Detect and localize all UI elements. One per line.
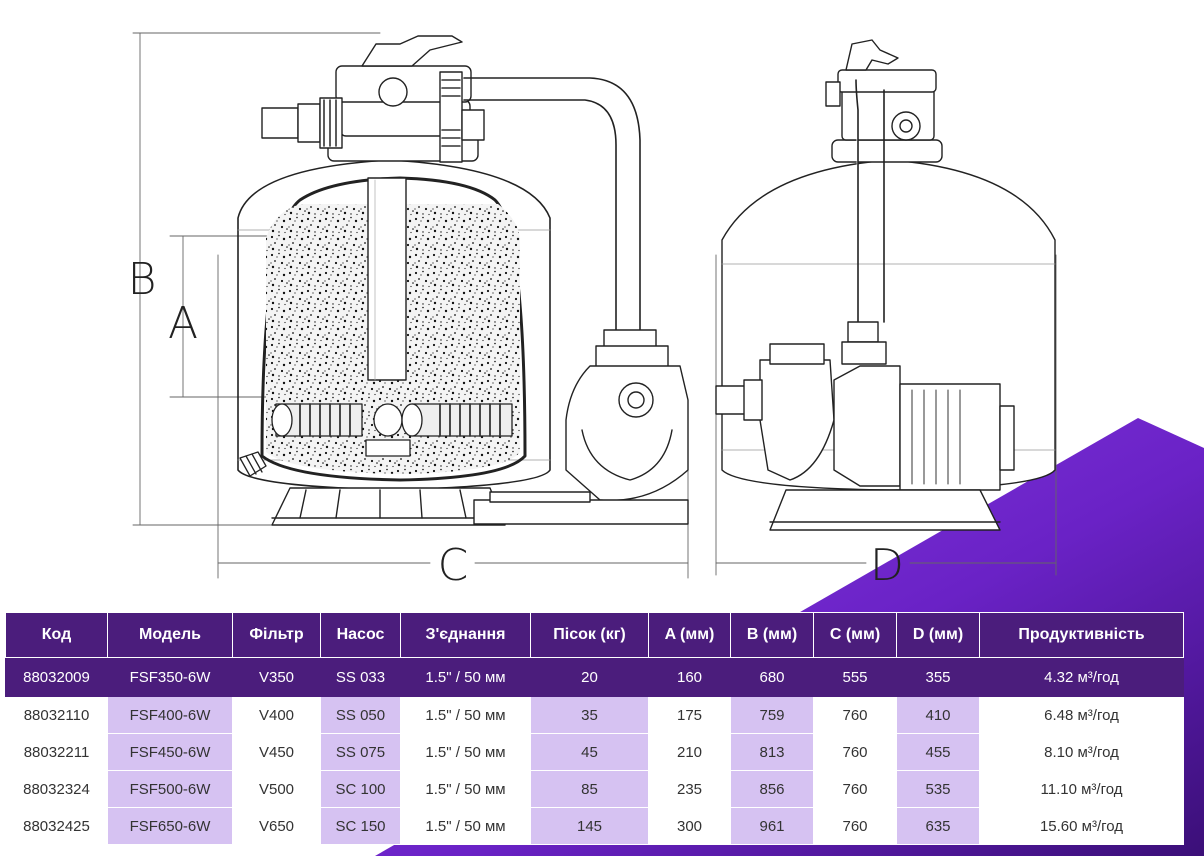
cell-b: 961 xyxy=(730,807,814,845)
cell-pump: SC 100 xyxy=(320,770,401,808)
filter-tank-front-view xyxy=(715,39,1056,531)
cell-pump: SC 150 xyxy=(320,807,401,845)
cell-c: 760 xyxy=(813,807,897,845)
column-header-pump: Насос xyxy=(320,612,401,658)
cell-d: 410 xyxy=(896,696,980,734)
cell-connection: 1.5" / 50 мм xyxy=(400,696,531,734)
column-header-sand: Пісок (кг) xyxy=(530,612,649,658)
cell-code: 88032110 xyxy=(5,696,108,734)
cell-b: 680 xyxy=(730,657,814,697)
filter-tank-section xyxy=(237,35,641,526)
cell-sand: 20 xyxy=(530,657,649,697)
column-header-connection: З'єднання xyxy=(400,612,531,658)
column-header-filter: Фільтр xyxy=(232,612,321,658)
cell-model: FSF350-6W xyxy=(107,657,233,697)
cell-model: FSF400-6W xyxy=(107,696,233,734)
cell-b: 759 xyxy=(730,696,814,734)
cell-filter: V450 xyxy=(232,733,321,771)
cell-capacity: 6.48 м³/год xyxy=(979,696,1184,734)
cell-d: 535 xyxy=(896,770,980,808)
cell-capacity: 4.32 м³/год xyxy=(979,657,1184,697)
specification-table: Код Модель Фільтр Насос З'єднання Пісок … xyxy=(5,612,1184,845)
cell-connection: 1.5" / 50 мм xyxy=(400,807,531,845)
cell-c: 555 xyxy=(813,657,897,697)
cell-sand: 145 xyxy=(530,807,649,845)
table-row: 88032425 FSF650-6W V650 SC 150 1.5" / 50… xyxy=(5,807,1184,845)
column-header-b: B (мм) xyxy=(730,612,814,658)
cell-model: FSF500-6W xyxy=(107,770,233,808)
cell-filter: V350 xyxy=(232,657,321,697)
cell-a: 300 xyxy=(648,807,731,845)
cell-connection: 1.5" / 50 мм xyxy=(400,770,531,808)
table-row: 88032211 FSF450-6W V450 SS 075 1.5" / 50… xyxy=(5,733,1184,771)
cell-sand: 45 xyxy=(530,733,649,771)
filter-system-drawing: B A C D xyxy=(128,32,1057,591)
cell-a: 210 xyxy=(648,733,731,771)
cell-c: 760 xyxy=(813,733,897,771)
cell-c: 760 xyxy=(813,770,897,808)
cell-connection: 1.5" / 50 мм xyxy=(400,733,531,771)
table-row: 88032110 FSF400-6W V400 SS 050 1.5" / 50… xyxy=(5,696,1184,734)
cell-a: 160 xyxy=(648,657,731,697)
dimension-lines xyxy=(132,32,1057,579)
cell-code: 88032211 xyxy=(5,733,108,771)
cell-code: 88032009 xyxy=(5,657,108,697)
cell-pump: SS 033 xyxy=(320,657,401,697)
column-header-model: Модель xyxy=(107,612,233,658)
column-header-a: A (мм) xyxy=(648,612,731,658)
cell-a: 175 xyxy=(648,696,731,734)
cell-code: 88032324 xyxy=(5,770,108,808)
cell-d: 455 xyxy=(896,733,980,771)
cell-a: 235 xyxy=(648,770,731,808)
dimension-label-c: C xyxy=(438,540,469,591)
cell-pump: SS 050 xyxy=(320,696,401,734)
table-row: 88032324 FSF500-6W V500 SC 100 1.5" / 50… xyxy=(5,770,1184,808)
cell-connection: 1.5" / 50 мм xyxy=(400,657,531,697)
cell-pump: SS 075 xyxy=(320,733,401,771)
table-row: 88032009 FSF350-6W V350 SS 033 1.5" / 50… xyxy=(5,657,1184,697)
cell-d: 635 xyxy=(896,807,980,845)
table-header: Код Модель Фільтр Насос З'єднання Пісок … xyxy=(5,612,1184,658)
cell-filter: V650 xyxy=(232,807,321,845)
cell-code: 88032425 xyxy=(5,807,108,845)
cell-d: 355 xyxy=(896,657,980,697)
cell-sand: 85 xyxy=(530,770,649,808)
cell-capacity: 15.60 м³/год xyxy=(979,807,1184,845)
cell-filter: V500 xyxy=(232,770,321,808)
dimension-label-a: A xyxy=(168,298,198,349)
cell-capacity: 11.10 м³/год xyxy=(979,770,1184,808)
cell-sand: 35 xyxy=(530,696,649,734)
column-header-d: D (мм) xyxy=(896,612,980,658)
cell-model: FSF650-6W xyxy=(107,807,233,845)
cell-capacity: 8.10 м³/год xyxy=(979,733,1184,771)
pump-side-view xyxy=(473,329,689,525)
cell-model: FSF450-6W xyxy=(107,733,233,771)
column-header-code: Код xyxy=(5,612,108,658)
column-header-c: C (мм) xyxy=(813,612,897,658)
cell-b: 813 xyxy=(730,733,814,771)
column-header-capacity: Продуктивність xyxy=(979,612,1184,658)
cell-filter: V400 xyxy=(232,696,321,734)
cell-c: 760 xyxy=(813,696,897,734)
dimension-label-d: D xyxy=(870,540,904,591)
cell-b: 856 xyxy=(730,770,814,808)
dimension-label-b: B xyxy=(128,254,157,305)
